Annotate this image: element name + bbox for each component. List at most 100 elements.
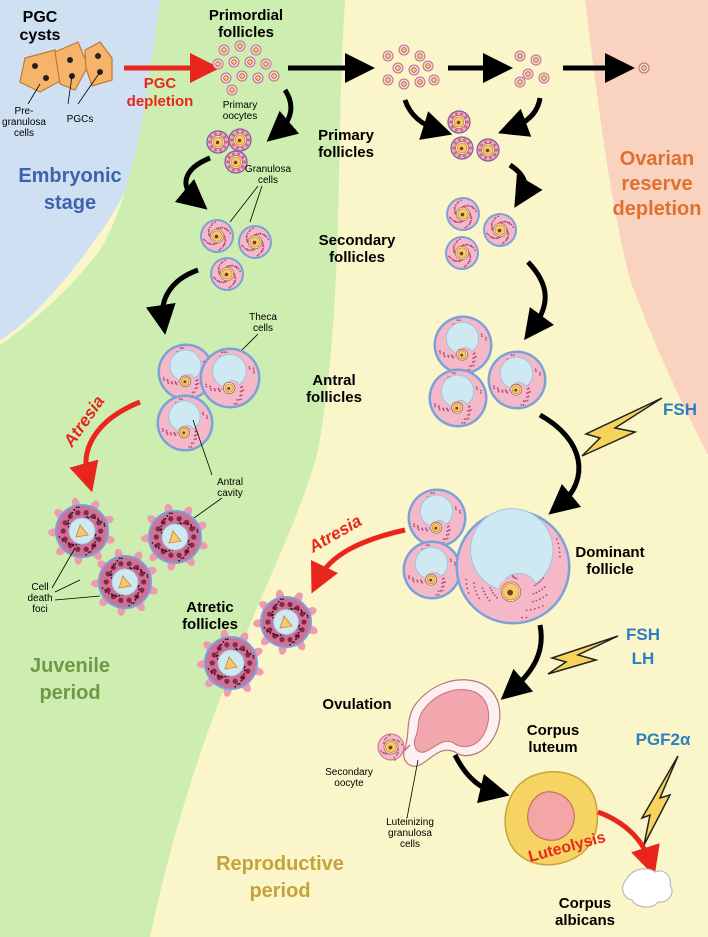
granulosa-dot: [205, 385, 208, 388]
granulosa-dot: [463, 418, 466, 421]
granulosa-dot: [261, 242, 264, 244]
granulosa-dot: [262, 247, 264, 250]
oocyte-nucleus: [215, 140, 220, 145]
granulosa-dot: [218, 281, 221, 283]
arrow-to-antral-right: [524, 260, 554, 341]
granulosa-dot: [114, 562, 117, 565]
primordial-follicle: [538, 72, 550, 84]
granulosa-dot: [435, 593, 438, 596]
granulosa-dot: [238, 648, 241, 650]
granulosa-dot: [213, 673, 216, 676]
granulosa-dot: [162, 430, 164, 432]
cell-death-focus-dot: [60, 528, 66, 534]
primordial-follicle: [212, 58, 224, 70]
granulosa-dot: [469, 255, 471, 257]
granulosa-dot: [469, 256, 472, 259]
primordial-follicle: [530, 54, 542, 66]
granulosa-dot: [456, 221, 459, 224]
granulosa-dot: [271, 610, 274, 613]
granulosa-dot: [447, 354, 449, 357]
primordial-follicle: [408, 64, 420, 76]
granulosa-dot: [482, 590, 485, 593]
primordial-follicle: [226, 84, 238, 96]
granulosa-dot: [465, 578, 467, 581]
cell-death-focus-dot: [245, 668, 251, 674]
granulosa-dot: [194, 383, 197, 386]
granulosa-dot: [468, 368, 471, 371]
granulosa-dot: [425, 544, 428, 547]
granulosa-dot: [383, 742, 385, 744]
granulosa-dot: [471, 205, 474, 208]
granulosa-dot: [282, 598, 284, 601]
granulosa-dot: [191, 391, 194, 394]
granulosa-dot: [388, 734, 391, 737]
granulosa-dot: [180, 398, 183, 401]
granulosa-pointer-b: [249, 185, 263, 223]
granulosa-dot: [439, 350, 441, 353]
granulosa-dot: [501, 242, 504, 245]
granulosa-dot: [91, 548, 94, 550]
secondary-follicle: [210, 257, 244, 291]
primordial-oocyte: [411, 67, 417, 73]
granulosa-dot: [165, 550, 168, 553]
granulosa-cell: [454, 128, 458, 132]
granulosa-dot: [446, 537, 449, 540]
cell-death-focus-dot: [126, 561, 132, 567]
granulosa-dot: [458, 221, 461, 224]
granulosa-dot: [495, 237, 498, 240]
granulosa-dot: [239, 270, 242, 272]
secondary-follicles-right: [445, 197, 517, 270]
granulosa-cell: [209, 135, 213, 139]
granulosa-dot: [443, 353, 446, 356]
granulosa-dot: [468, 405, 471, 408]
granulosa-dot: [112, 563, 115, 566]
corpus-luteum-illustration: [504, 771, 599, 866]
granulosa-dot: [178, 398, 181, 400]
granulosa-dot: [297, 608, 300, 611]
granulosa-dot: [241, 677, 244, 679]
primordial-follicle: [414, 50, 426, 62]
granulosa-dot: [298, 624, 301, 627]
granulosa-dot: [205, 383, 208, 386]
granulosa-cell: [463, 154, 467, 158]
granulosa-dot: [456, 202, 459, 205]
granulosa-dot: [146, 576, 149, 578]
granulosa-dot: [459, 511, 461, 514]
granulosa-dot: [266, 630, 269, 633]
primordial-cluster-embryonic: [212, 40, 280, 96]
degenerating-oocyte: [168, 530, 182, 544]
granulosa-dot: [522, 400, 525, 403]
granulosa-dot: [481, 335, 483, 338]
granulosa-dot: [271, 614, 274, 617]
granulosa-dot: [438, 408, 441, 411]
granulosa-dot: [196, 383, 198, 385]
arrow-to-ovulation: [500, 624, 544, 700]
oocyte-nucleus: [485, 148, 490, 153]
granulosa-dot: [279, 634, 282, 637]
granulosa-dot: [186, 523, 189, 526]
primary-follicle: [206, 130, 230, 154]
granulosa-cell: [225, 160, 230, 164]
granulosa-dot: [64, 541, 67, 544]
granulosa-dot: [507, 235, 509, 238]
granulosa-dot: [207, 668, 210, 670]
granulosa-dot: [293, 607, 296, 610]
granulosa-dot: [408, 575, 410, 578]
oocyte-nucleus: [456, 120, 461, 125]
cell-death-focus-dot: [75, 546, 81, 552]
granulosa-dot: [165, 431, 168, 434]
granulosa-dot: [195, 437, 197, 440]
primordial-oocyte: [253, 47, 259, 53]
granulosa-dot: [442, 577, 445, 580]
granulosa-dot: [94, 544, 96, 546]
cell-death-focus-dot: [287, 601, 293, 608]
granulosa-dot: [452, 249, 455, 252]
atretic-follicle: [141, 503, 208, 571]
granulosa-cell: [457, 138, 461, 142]
primordial-oocyte: [401, 47, 407, 53]
